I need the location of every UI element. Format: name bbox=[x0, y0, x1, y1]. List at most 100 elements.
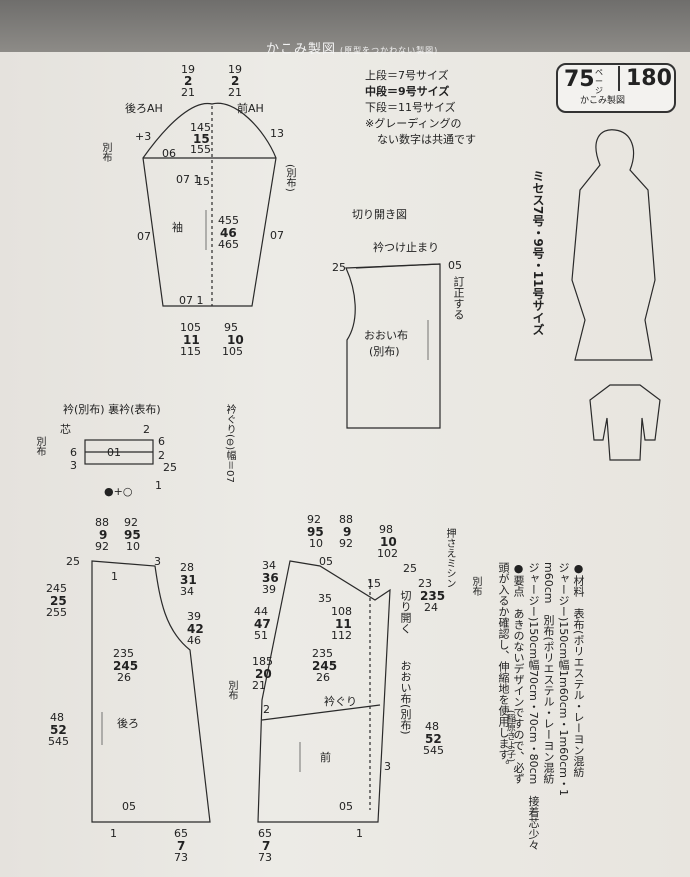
back-armhole-lower: 34 bbox=[180, 585, 194, 598]
back-side-upper: 39 bbox=[187, 610, 201, 623]
flat-sketch bbox=[589, 384, 661, 461]
sleeve-cap-06: 06 bbox=[162, 147, 176, 160]
sleeve-cap-height-lower: 155 bbox=[190, 143, 211, 156]
back-25: 25 bbox=[66, 555, 80, 568]
credit: (稲原きよ子) bbox=[505, 710, 515, 763]
back-bust-upper: 235 bbox=[113, 647, 134, 660]
sleeve-dim-front-upper: 19 bbox=[228, 63, 242, 76]
front-dim-102: 102 bbox=[377, 547, 398, 560]
back-yoke-upper: 245 bbox=[46, 582, 67, 595]
page-title: かこみ製図(原型をつかわない製図) bbox=[266, 42, 439, 57]
points-line-2: 頭が入るか確認し、伸縮地を使用します。 bbox=[497, 562, 510, 771]
flap-top-line bbox=[355, 263, 441, 269]
collar-dim-01: 01 bbox=[107, 446, 121, 459]
back-yoke-lower: 255 bbox=[46, 606, 67, 619]
front-length-lower: 545 bbox=[423, 744, 444, 757]
front-shoulder-lower: 92 bbox=[339, 537, 353, 550]
size-upper: 上段＝7号サイズ bbox=[365, 69, 449, 82]
back-armhole-middle: 31 bbox=[180, 573, 197, 587]
sleeve-label: 袖 bbox=[172, 221, 183, 234]
back-neck-upper: 88 bbox=[95, 516, 109, 529]
collar-core: 芯 bbox=[60, 423, 71, 436]
sleeve-hem-07-1: 07 1 bbox=[179, 294, 204, 307]
front-side-lower: 51 bbox=[254, 629, 268, 642]
front-dim-35: 35 bbox=[318, 592, 332, 605]
sleeve-plus-3: +3 bbox=[135, 130, 152, 143]
header-bar: かこみ製図(原型をつかわない製図) bbox=[0, 0, 690, 57]
sleeve-07-left: 07 bbox=[137, 230, 151, 243]
front-bias-label: 衿ぐり bbox=[324, 695, 357, 708]
badge-number: 180 bbox=[618, 66, 672, 91]
sleeve-separate-fabric-right: (別布) bbox=[284, 164, 295, 192]
collar-dim-6-right: 6 bbox=[158, 435, 165, 448]
front-side-upper: 44 bbox=[254, 605, 268, 618]
front-dim-98: 98 bbox=[379, 523, 393, 536]
front-length-middle: 52 bbox=[425, 732, 442, 746]
collar-stop-label: 衿つけ止まり bbox=[373, 241, 439, 254]
sizes-vertical-label: ミセス7号・9号・11号サイズ bbox=[531, 170, 545, 336]
back-3: 3 bbox=[154, 555, 161, 568]
front-armhole-label: 前AH bbox=[237, 102, 264, 115]
front-armhole-lower: 39 bbox=[262, 583, 276, 596]
page-subtitle: (原型をつかわない製図) bbox=[340, 46, 439, 55]
front-length-upper: 48 bbox=[425, 720, 439, 733]
front-dim-24: 24 bbox=[424, 601, 438, 614]
back-armhole-upper: 28 bbox=[180, 561, 194, 574]
front-dim-10: 10 bbox=[380, 535, 397, 549]
front-shoulder-middle: 9 bbox=[343, 525, 352, 539]
front-shoulder-upper: 88 bbox=[339, 513, 353, 526]
sleeve-hem-back-upper: 105 bbox=[180, 321, 201, 334]
back-bodice-outline bbox=[91, 560, 211, 823]
materials-line-2: ジャージー)150cm幅1m60cm・1m60cm・1 bbox=[557, 562, 570, 796]
back-hem-1: 1 bbox=[110, 827, 117, 840]
sleeve-length-lower: 465 bbox=[218, 238, 239, 251]
front-cut-lower: 112 bbox=[331, 629, 352, 642]
back-neck-middle: 9 bbox=[99, 528, 108, 542]
front-cut-middle: 11 bbox=[335, 617, 352, 631]
badge-caption: かこみ製図 bbox=[580, 96, 626, 106]
back-hem-05: 05 bbox=[122, 800, 136, 813]
back-yoke-middle: 25 bbox=[50, 594, 67, 608]
front-neck-middle: 95 bbox=[307, 525, 324, 539]
back-hem-upper: 65 bbox=[174, 827, 188, 840]
sleeve-hem-front-lower: 105 bbox=[222, 345, 243, 358]
sleeve-dim-front-middle: 2 bbox=[231, 74, 240, 88]
front-side-middle: 47 bbox=[254, 617, 271, 631]
sleeve-07-1: 07 1 bbox=[176, 173, 201, 186]
cut-open-title: 切り開き図 bbox=[352, 208, 407, 221]
front-flap-cloth-label: おおい布(別布) bbox=[399, 660, 412, 735]
back-piece-label: 後ろ bbox=[117, 717, 139, 730]
back-armhole-label: 後ろAH bbox=[125, 102, 163, 115]
front-panel-line bbox=[261, 704, 381, 721]
front-bodice-outline bbox=[257, 560, 391, 823]
sleeve-07-right: 07 bbox=[270, 229, 284, 242]
materials-line-3: m60cm 別布(ポリエステル・レーヨン混紡 bbox=[542, 562, 555, 784]
sleeve-dim-back-lower: 21 bbox=[181, 86, 195, 99]
sleeve-dim-back-upper: 19 bbox=[181, 63, 195, 76]
back-hem-middle: 7 bbox=[177, 839, 186, 853]
sleeve-hem-front-middle: 10 bbox=[227, 333, 244, 347]
front-separate-fabric: 別布 bbox=[226, 680, 237, 700]
materials-line-4: ジャージー)150cm幅70cm・70cm・80cm 接着芯少々 bbox=[527, 562, 540, 851]
sleeve-hem-back-middle: 11 bbox=[183, 333, 200, 347]
back-shoulder-upper: 92 bbox=[124, 516, 138, 529]
front-bust-lower: 26 bbox=[316, 671, 330, 684]
collar-dim-25: 25 bbox=[163, 461, 177, 474]
points-line-1: ●要点 あきのないデザインですので、必ず bbox=[512, 562, 525, 784]
front-piece-label: 前 bbox=[320, 751, 331, 764]
sleeve-15: 15 bbox=[196, 175, 210, 188]
collar-dim-2-right: 2 bbox=[158, 449, 165, 462]
sleeve-dim-front-lower: 21 bbox=[228, 86, 242, 99]
sleeve-separate-fabric-left: 別布 bbox=[100, 142, 111, 162]
size-lower: 下段＝11号サイズ bbox=[365, 101, 456, 114]
sleeve-cap-height-upper: 145 bbox=[190, 121, 211, 134]
collar-title: 衿(別布) 裏衿(表布) bbox=[63, 403, 161, 416]
collar-dim-2-top: 2 bbox=[143, 423, 150, 436]
back-shoulder-lower: 10 bbox=[126, 540, 140, 553]
collar-dim-6-left: 6 bbox=[70, 446, 77, 459]
cut-open-05: 05 bbox=[448, 259, 462, 272]
front-dim-15: 15 bbox=[367, 577, 381, 590]
sleeve-length-upper: 455 bbox=[218, 214, 239, 227]
